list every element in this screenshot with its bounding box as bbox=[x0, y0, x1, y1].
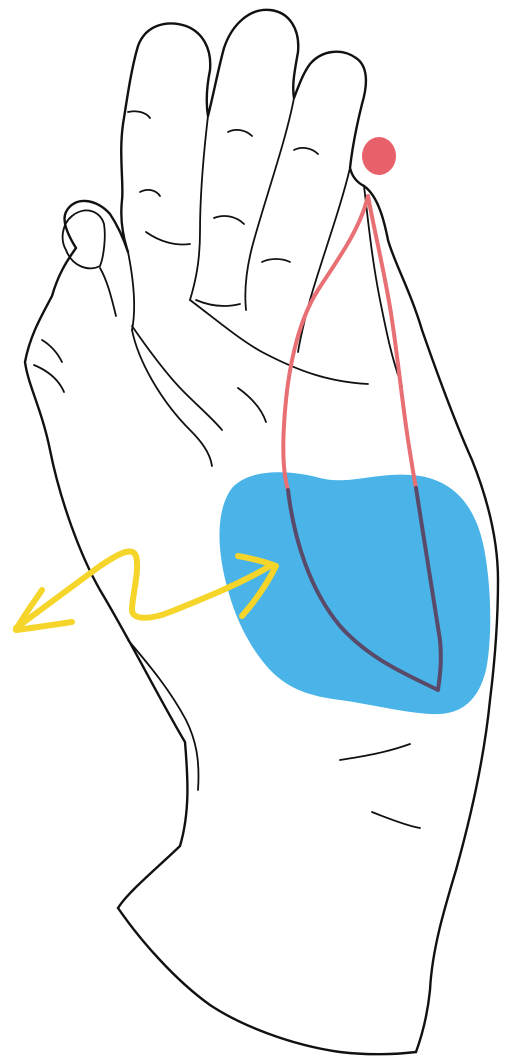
index-base-crease bbox=[146, 232, 190, 245]
thumb-base-line bbox=[100, 268, 116, 316]
tendon-outline bbox=[283, 196, 416, 490]
thenar-inner-curve bbox=[132, 330, 212, 466]
hand-detail-lines bbox=[34, 98, 420, 828]
wrist-edge-line bbox=[118, 908, 416, 1054]
fingertip-marker-dot bbox=[362, 137, 396, 175]
palm-crease-head bbox=[132, 326, 222, 430]
palm-crease-short bbox=[238, 388, 266, 422]
index-finger-inner bbox=[190, 116, 208, 300]
middle-base-crease bbox=[196, 300, 240, 306]
ring-finger-crease-1 bbox=[294, 148, 318, 154]
ring-finger-crease-2 bbox=[262, 259, 290, 262]
middle-finger-inner bbox=[245, 98, 294, 310]
wrist-crease-1 bbox=[340, 744, 410, 760]
ring-finger-inner bbox=[298, 168, 350, 352]
middle-finger-crease-2 bbox=[214, 216, 244, 224]
thenar-crease-2 bbox=[42, 340, 62, 362]
wrist-crease-2 bbox=[372, 812, 420, 828]
thumb-side-line bbox=[128, 252, 134, 330]
index-finger-crease-1 bbox=[140, 190, 160, 196]
palm-crease-heart bbox=[190, 300, 368, 384]
thenar-crease-1 bbox=[34, 365, 64, 392]
index-finger-crease-2 bbox=[128, 111, 150, 118]
middle-finger-crease-1 bbox=[228, 130, 252, 136]
